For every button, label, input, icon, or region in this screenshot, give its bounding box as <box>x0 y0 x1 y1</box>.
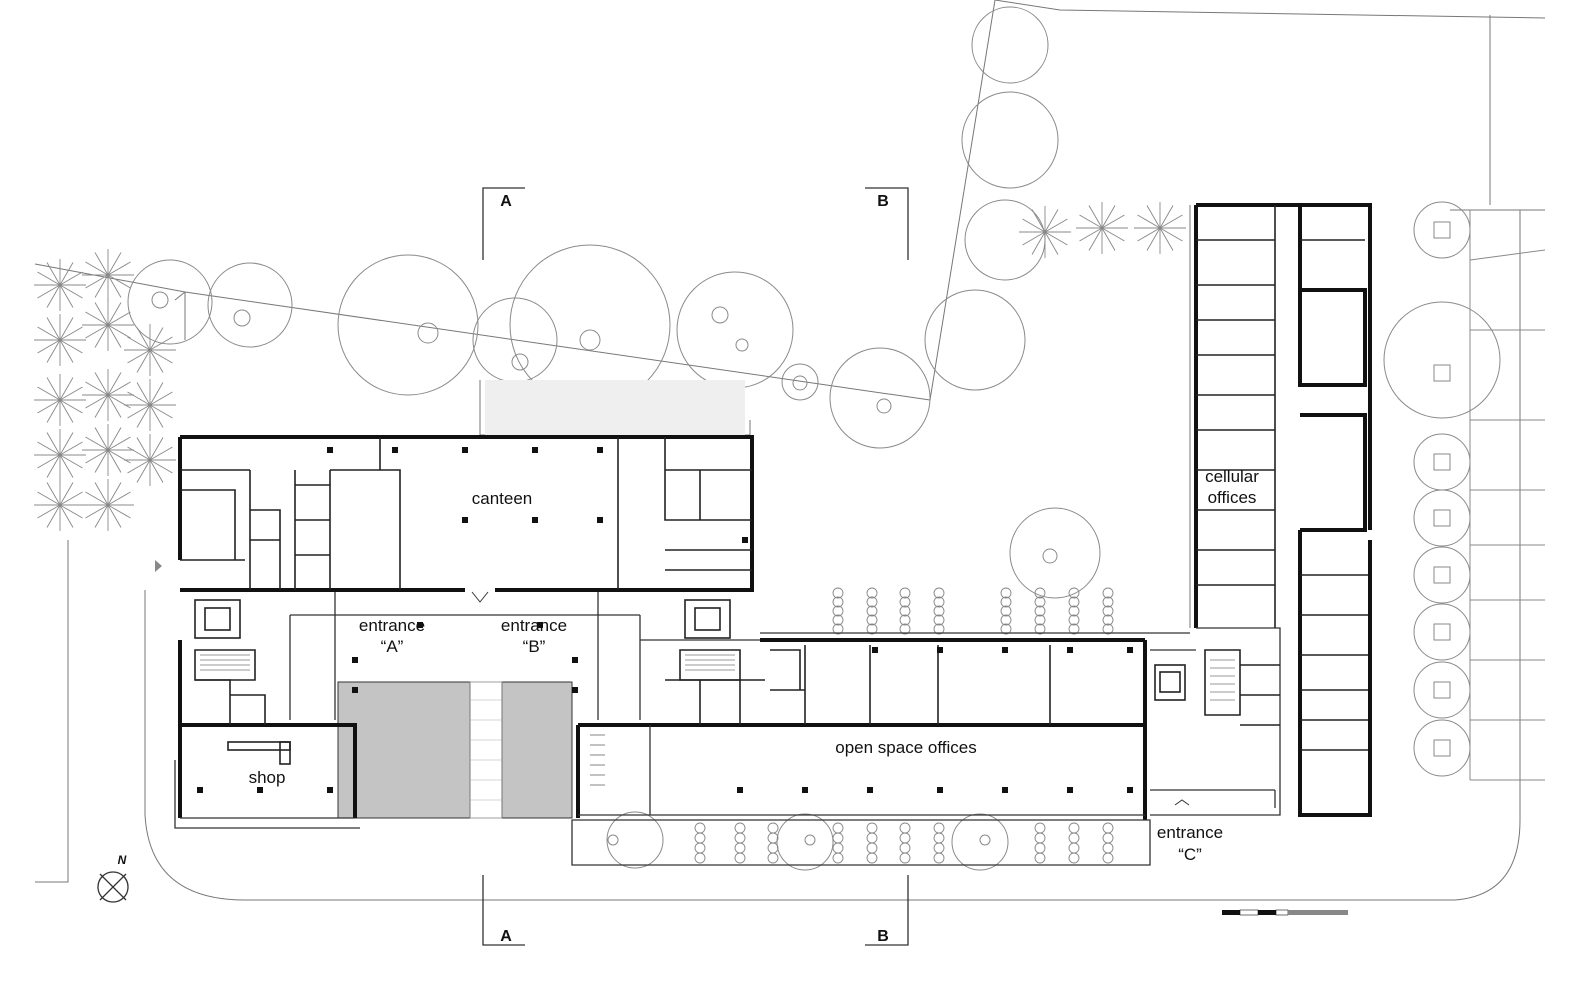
paved-area-east <box>501 681 573 819</box>
room-labels: canteen entrance “A” entrance “B” shop o… <box>249 467 1260 864</box>
cellular-offices-label-2: offices <box>1208 488 1257 507</box>
canteen-label: canteen <box>472 489 533 508</box>
cellular-offices-label: cellular <box>1205 467 1259 486</box>
tree-row-east <box>1383 201 1546 781</box>
section-b-label-bottom: B <box>877 928 889 945</box>
entrance-c-letter: “C” <box>1178 845 1202 864</box>
open-space-offices-label: open space offices <box>835 738 976 757</box>
section-a-label-bottom: A <box>500 928 512 945</box>
entrance-c-label: entrance <box>1157 823 1223 842</box>
planter-rows <box>694 587 1114 864</box>
tree-row-courtyard <box>924 6 1059 391</box>
north-label: N <box>118 853 127 867</box>
cellular-office-dividers <box>1196 205 1368 751</box>
paved-area-west <box>337 681 471 819</box>
structural-columns <box>197 447 1133 793</box>
north-arrow: N <box>97 853 129 903</box>
entrance-a-letter: “A” <box>381 637 404 656</box>
section-b-label-top: B <box>877 193 889 210</box>
entrance-b-letter: “B” <box>523 637 546 656</box>
palm-trees <box>34 202 1186 531</box>
south-facade-trees <box>606 811 1009 871</box>
entrance-b-label: entrance <box>501 616 567 635</box>
scale-bar <box>1222 909 1348 916</box>
section-markers: A B A B <box>482 187 909 946</box>
shop-label: shop <box>249 768 286 787</box>
section-a-label-top: A <box>500 193 512 210</box>
building <box>155 203 1372 866</box>
entrance-a-label: entrance <box>359 616 425 635</box>
site-boundary <box>34 0 1546 901</box>
